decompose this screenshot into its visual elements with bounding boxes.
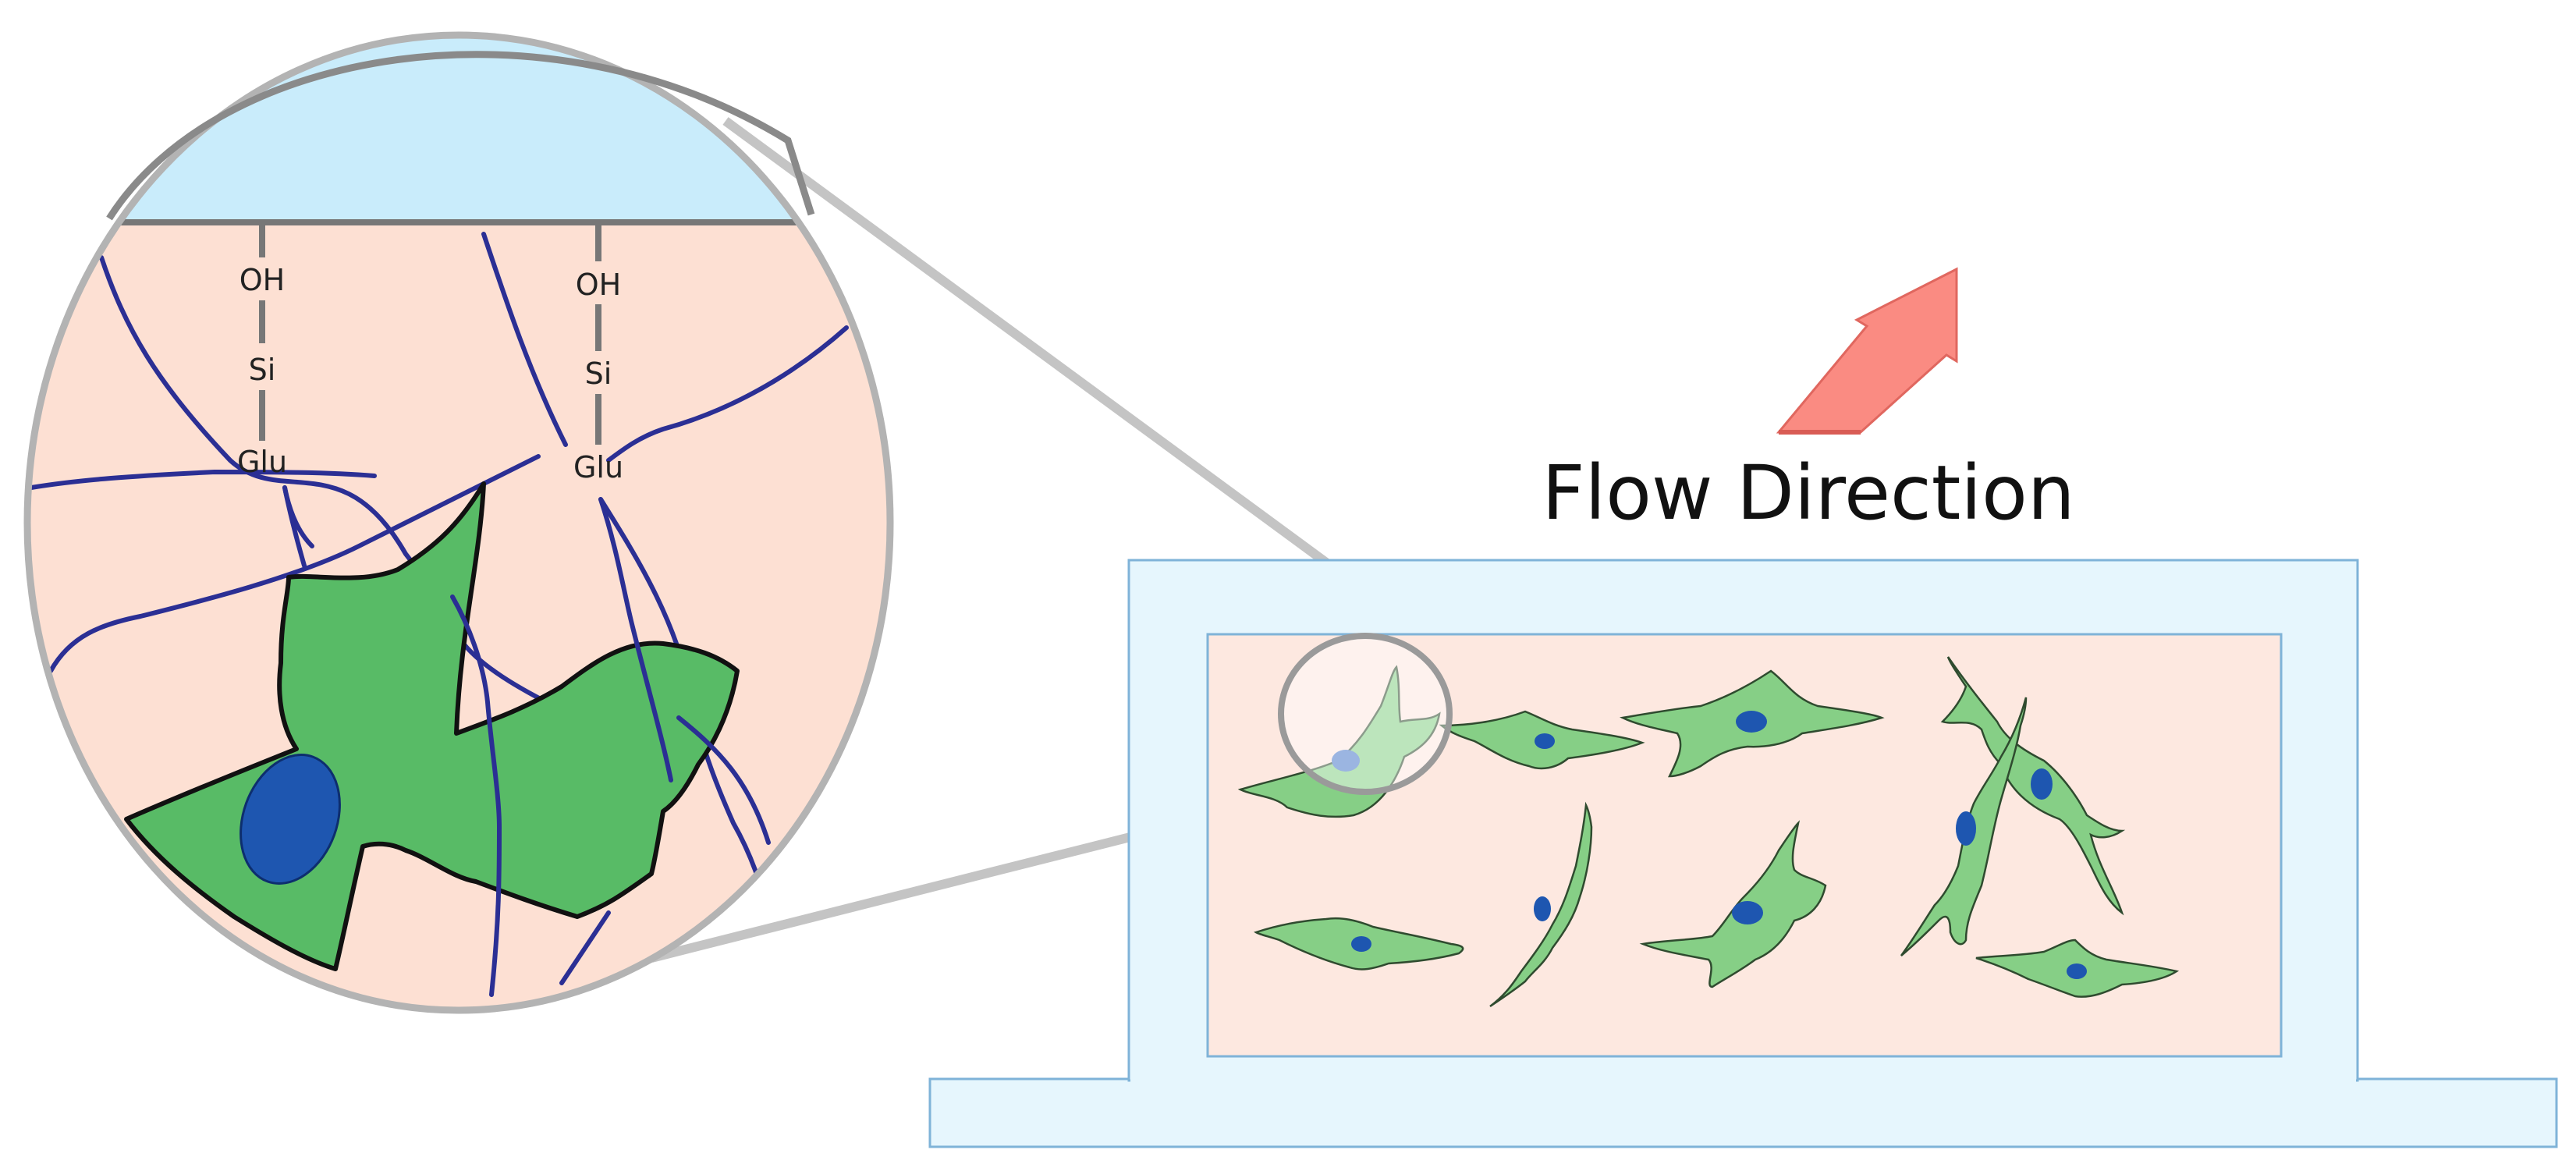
channel-cells xyxy=(1237,656,2180,1008)
si-label-left: Si xyxy=(249,353,276,387)
flow-direction-label: Flow Direction xyxy=(1542,449,2074,537)
oh-label-right: OH xyxy=(576,268,621,302)
cell-1 xyxy=(1237,665,1441,818)
glu-label-right: Glu xyxy=(573,450,623,484)
cell-5 xyxy=(1900,697,2028,956)
flow-chamber xyxy=(928,559,2558,1148)
cell-8 xyxy=(1639,820,1827,988)
cell-9 xyxy=(1975,939,2180,998)
zoom-rim xyxy=(23,31,894,1014)
cell-3 xyxy=(1620,669,1885,778)
linker-chain-left: OH Si Glu xyxy=(237,222,287,479)
cell-6 xyxy=(1254,917,1464,971)
glu-label-left: Glu xyxy=(237,445,287,479)
magnifier-lens xyxy=(1278,633,1453,795)
arrow-up-right-icon xyxy=(1776,267,1958,435)
linker-chain-right: OH Si Glu xyxy=(573,222,623,484)
cell-detail xyxy=(124,481,740,971)
cell-4 xyxy=(1940,656,2126,916)
cell-2 xyxy=(1439,710,1645,770)
oh-label-left: OH xyxy=(240,263,285,297)
cell-7 xyxy=(1489,801,1593,1008)
nucleus-detail xyxy=(240,754,341,885)
chamber-base xyxy=(928,1077,2558,1148)
zoom-detail-circle: OH Si Glu OH Si Glu xyxy=(23,31,894,1014)
si-label-right: Si xyxy=(585,357,612,391)
hydrogel-fibers-front xyxy=(282,485,771,997)
